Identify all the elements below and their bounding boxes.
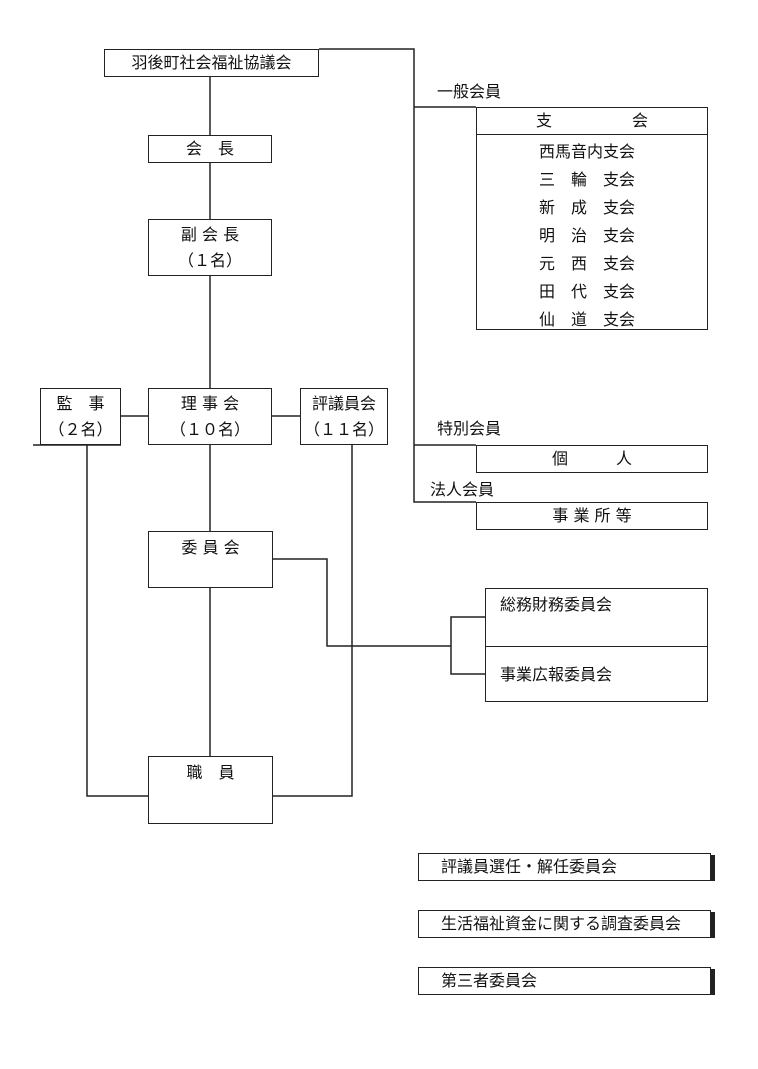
president-box: 会 長 xyxy=(148,135,272,163)
branch-item: 西馬音内支会 xyxy=(539,142,636,161)
branch-item: 明 治 支会 xyxy=(539,226,636,245)
other-committee-label: 第三者委員会 xyxy=(441,971,538,990)
business-label: 事 業 所 等 xyxy=(552,506,632,525)
connector xyxy=(273,558,451,647)
branch-header-label: 支 会 xyxy=(535,111,648,130)
president-label: 会 長 xyxy=(185,139,234,158)
board-title: 理 事 会 xyxy=(180,393,240,413)
connector xyxy=(86,445,148,797)
board-box: 理 事 会 （１０名） xyxy=(148,388,272,445)
branch-item: 仙 道 支会 xyxy=(539,310,636,329)
committees-box: 総務財務委員会 事業広報委員会 xyxy=(485,588,708,702)
auditors-count: （２名） xyxy=(48,419,113,439)
branch-list-box: 支 会 西馬音内支会 三 輪 支会 新 成 支会 明 治 支会 元 西 支会 田… xyxy=(476,107,708,330)
individual-box: 個 人 xyxy=(476,445,708,473)
board-count: （１０名） xyxy=(169,419,250,439)
business-box: 事 業 所 等 xyxy=(476,502,708,530)
connector xyxy=(319,48,476,503)
connector xyxy=(273,445,353,797)
other-committee-label: 評議員選任・解任委員会 xyxy=(441,857,618,876)
committee-general-affairs: 総務財務委員会 xyxy=(500,595,613,614)
branch-item: 田 代 支会 xyxy=(539,282,636,301)
branch-item: 新 成 支会 xyxy=(539,198,636,217)
org-name-box: 羽後町社会福祉協議会 xyxy=(104,49,319,77)
org-name: 羽後町社会福祉協議会 xyxy=(131,53,292,72)
councilors-count: （１１名） xyxy=(303,419,384,439)
special-member-label: 特別会員 xyxy=(437,419,502,438)
vice-president-title: 副 会 長 xyxy=(180,224,240,244)
box-shadow-mark xyxy=(711,969,715,995)
staff-label: 職 員 xyxy=(186,763,235,782)
box-shadow-mark xyxy=(711,912,715,938)
staff-box: 職 員 xyxy=(148,756,273,824)
branch-item: 元 西 支会 xyxy=(539,254,636,273)
committees-divider xyxy=(486,646,707,647)
auditors-title: 監 事 xyxy=(56,393,105,413)
councilors-title: 評議員会 xyxy=(311,393,376,413)
auditors-box: 監 事 （２名） xyxy=(40,388,121,445)
connector xyxy=(450,616,485,675)
other-committee-box: 生活福祉資金に関する調査委員会 xyxy=(418,910,711,938)
individual-label: 個 人 xyxy=(551,449,632,468)
other-committee-label: 生活福祉資金に関する調査委員会 xyxy=(441,914,682,933)
vice-president-count: （１名） xyxy=(177,250,242,270)
branch-item: 三 輪 支会 xyxy=(539,170,636,189)
branch-header: 支 会 xyxy=(477,108,707,135)
committee-box: 委 員 会 xyxy=(148,531,273,588)
vice-president-box: 副 会 長 （１名） xyxy=(148,219,272,276)
committee-public-relations: 事業広報委員会 xyxy=(500,665,613,684)
corporate-member-label: 法人会員 xyxy=(430,480,495,499)
general-member-label: 一般会員 xyxy=(437,82,502,101)
committee-label: 委 員 会 xyxy=(181,538,240,557)
other-committee-box: 評議員選任・解任委員会 xyxy=(418,853,711,881)
councilors-box: 評議員会 （１１名） xyxy=(300,388,388,445)
other-committee-box: 第三者委員会 xyxy=(418,967,711,995)
box-shadow-mark xyxy=(711,855,715,881)
